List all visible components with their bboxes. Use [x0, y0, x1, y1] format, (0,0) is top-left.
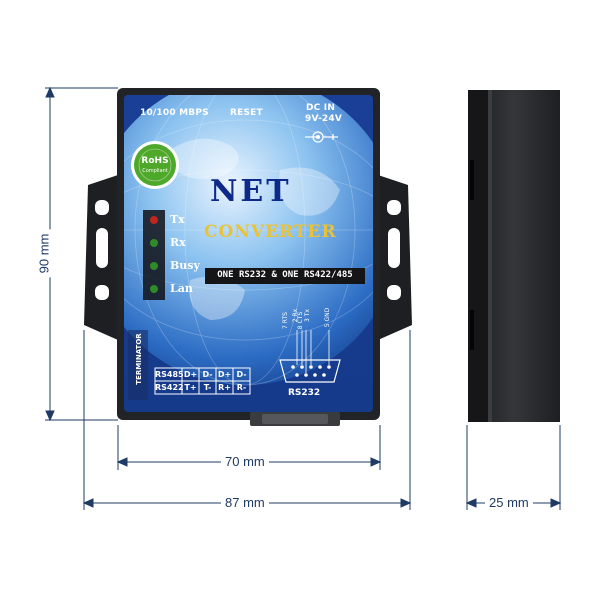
- rs422-pin-1: T+: [184, 383, 197, 392]
- db9-connector-icon: [279, 330, 341, 383]
- interface-banner: ONE RS232 & ONE RS422/485: [217, 270, 353, 280]
- dc-polarity-icon: [305, 131, 338, 143]
- rs485-pin-1: D+: [183, 370, 198, 379]
- rs422-label: RS422: [155, 383, 184, 392]
- outer-width-dimension-label: 87 mm: [221, 495, 269, 510]
- rohs-sub-text: Compliant: [142, 168, 168, 174]
- rs422-pin-3: R+: [218, 383, 231, 392]
- rs485-pin-2: D-: [202, 370, 213, 379]
- led-lan-label: Lan: [170, 282, 193, 295]
- led-busy-label: Busy: [170, 259, 200, 272]
- voltage-label: 9V-24V: [305, 114, 342, 124]
- ethernet-speed-label: 10/100 MBPS: [140, 108, 209, 118]
- dc-in-label: DC IN: [306, 103, 336, 113]
- led-rx-indicator: [150, 239, 158, 247]
- led-tx-label: Tx: [170, 213, 185, 226]
- rs232-label: RS232: [288, 388, 321, 398]
- led-lan-indicator: [150, 285, 158, 293]
- product-title-net: NET: [210, 174, 292, 209]
- depth-dimension-label: 25 mm: [485, 495, 533, 510]
- device-side-view: [468, 90, 560, 422]
- terminal-block-grid: [154, 367, 251, 395]
- rs422-pin-2: T-: [203, 383, 212, 392]
- led-rx-label: Rx: [170, 236, 186, 249]
- rohs-badge: [131, 141, 179, 189]
- db9-pin-label-tx: 3 Tx: [303, 309, 311, 322]
- product-title-converter: CONVERTER: [204, 222, 337, 242]
- rs422-pin-4: R-: [236, 383, 247, 392]
- led-busy-indicator: [150, 262, 158, 270]
- db9-pin-label-rts: 7 RTS: [281, 312, 289, 329]
- led-tx-indicator: [150, 216, 158, 224]
- height-dimension-label: 90 mm: [36, 229, 52, 278]
- inner-width-dimension-label: 70 mm: [221, 454, 269, 469]
- rs485-label: RS485: [155, 370, 184, 379]
- left-mounting-bracket: [84, 175, 118, 340]
- interface-banner-bg: [205, 268, 365, 284]
- rs485-pin-4: D-: [236, 370, 247, 379]
- right-mounting-bracket: [378, 175, 412, 340]
- terminator-label: TERMINATOR: [135, 333, 143, 385]
- rohs-text: RoHS: [141, 156, 169, 166]
- db9-pin-label-gnd: 5 GND: [324, 307, 332, 328]
- reset-label: RESET: [230, 108, 263, 118]
- rs485-pin-3: D+: [217, 370, 232, 379]
